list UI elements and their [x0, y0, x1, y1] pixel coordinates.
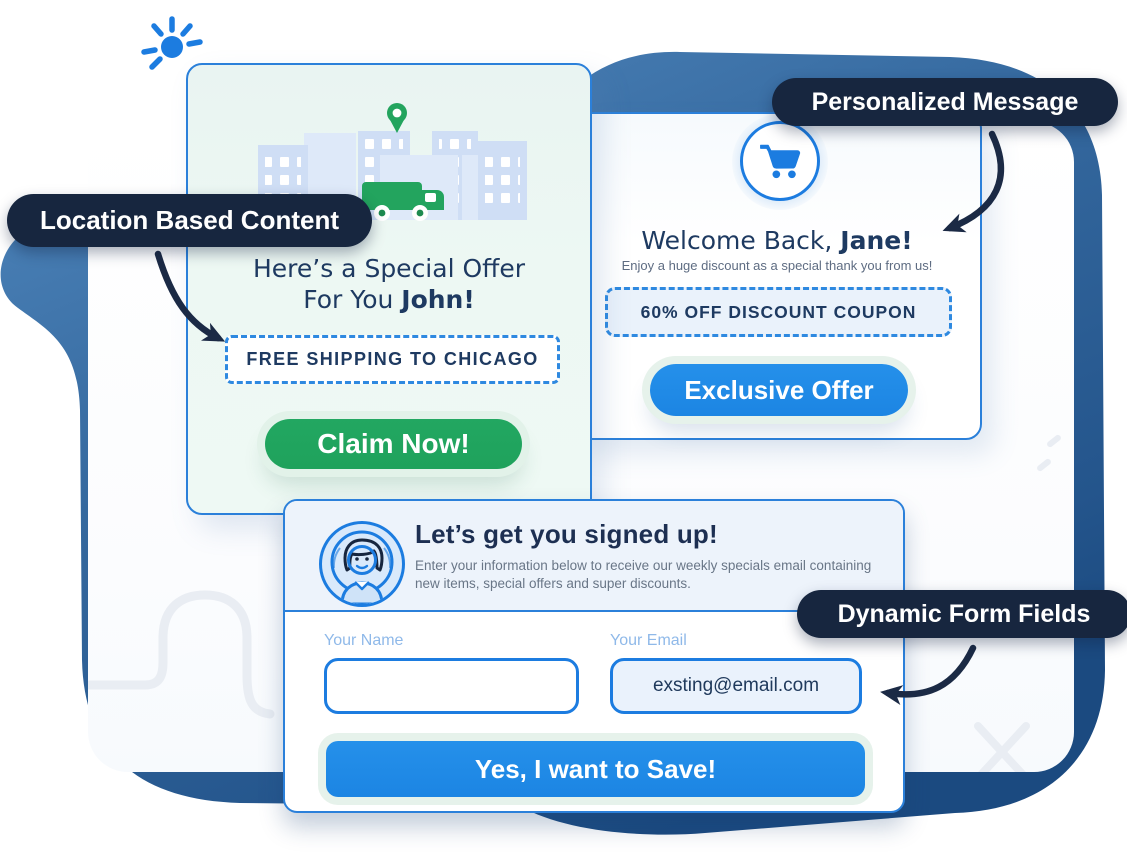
claim-now-button[interactable]: Claim Now! — [265, 419, 522, 469]
truck-icon — [362, 182, 444, 221]
discount-coupon: 60% OFF DISCOUNT COUPON — [605, 287, 952, 337]
location-heading: Here’s a Special Offer For You John! — [252, 254, 526, 314]
dash-doodle — [1047, 434, 1061, 448]
save-button[interactable]: Yes, I want to Save! — [326, 741, 865, 797]
squiggle-doodle — [88, 590, 275, 719]
location-card: Here’s a Special Offer For You John! FRE… — [186, 63, 592, 515]
location-pin-icon — [387, 103, 407, 133]
x-doodle — [974, 722, 1030, 772]
exclusive-offer-button[interactable]: Exclusive Offer — [650, 364, 908, 416]
email-input[interactable] — [610, 658, 862, 714]
discount-coupon-label: 60% OFF DISCOUNT COUPON — [640, 301, 917, 322]
avatar-icon — [319, 521, 405, 607]
welcome-card: Welcome Back, Jane! Enjoy a huge discoun… — [572, 112, 982, 440]
email-label: Your Email — [610, 632, 687, 649]
free-shipping-coupon: FREE SHIPPING TO CHICAGO — [225, 335, 560, 384]
name-input[interactable] — [324, 658, 579, 714]
location-annotation-pill: Location Based Content — [7, 194, 372, 247]
personalized-name: Jane! — [840, 226, 913, 255]
cart-icon — [760, 144, 801, 179]
dash-doodle — [1037, 458, 1051, 472]
signup-description: Enter your information below to receive … — [415, 558, 872, 591]
personalized-name: John! — [401, 285, 475, 314]
cart-badge — [740, 121, 820, 201]
signup-card: Let’s get you signed up! Enter your info… — [283, 499, 905, 813]
signup-title: Let’s get you signed up! — [415, 519, 718, 549]
dynamic-annotation-pill: Dynamic Form Fields — [797, 590, 1127, 638]
doodles — [88, 434, 1061, 772]
name-label: Your Name — [324, 632, 404, 649]
free-shipping-label: FREE SHIPPING TO CHICAGO — [246, 349, 539, 369]
welcome-heading: Welcome Back, Jane! — [641, 226, 913, 255]
personalized-annotation-pill: Personalized Message — [772, 78, 1118, 126]
welcome-subtext: Enjoy a huge discount as a special thank… — [621, 258, 933, 273]
